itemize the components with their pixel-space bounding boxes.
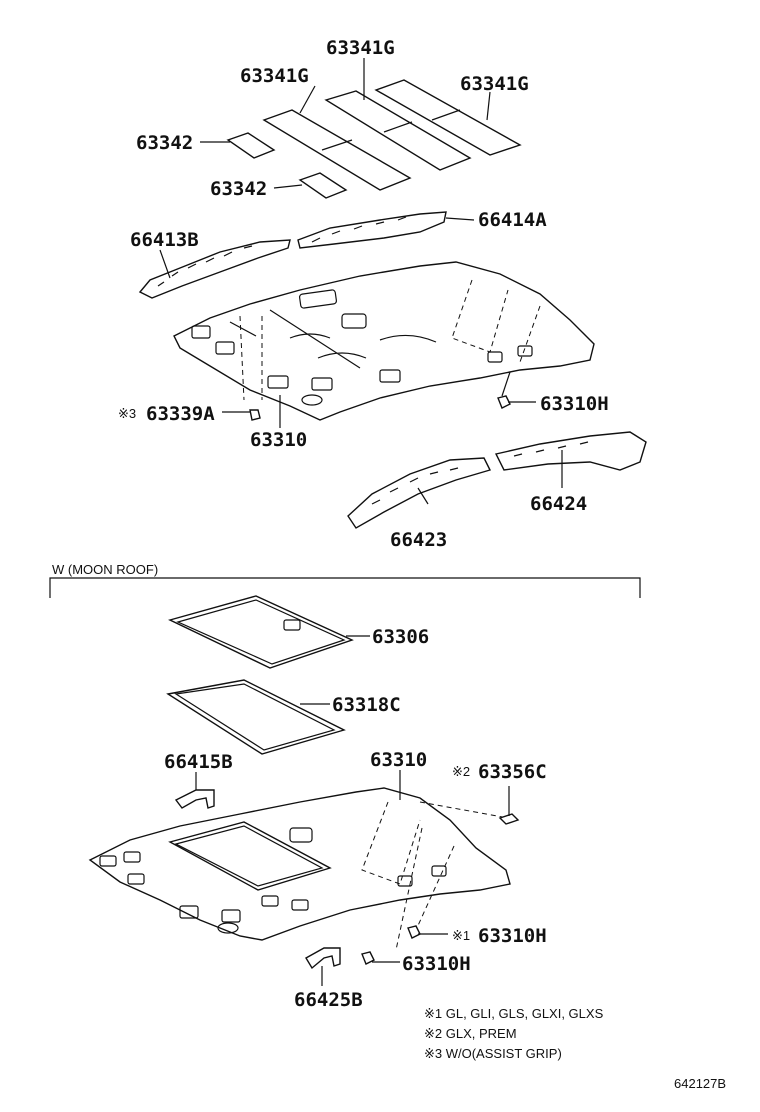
pad-63342-upper[interactable]	[226, 132, 276, 159]
note-mark-63356C: ※2	[452, 764, 470, 779]
label-63356C[interactable]: 63356C	[478, 761, 547, 783]
label-66413B[interactable]: 66413B	[130, 229, 199, 251]
label-63310-bottom[interactable]: 63310	[370, 749, 427, 771]
clip-63310H-top[interactable]	[497, 371, 511, 409]
leader-66414A	[445, 217, 475, 221]
label-63342-lower[interactable]: 63342	[210, 178, 267, 200]
drawing-number: 642127B	[674, 1076, 726, 1091]
headliner-63310-lower[interactable]	[88, 787, 511, 941]
label-66423[interactable]: 66423	[390, 529, 447, 551]
label-66424[interactable]: 66424	[530, 493, 587, 515]
headliner-63310-upper[interactable]	[173, 261, 595, 421]
clip-63310H-lower-1[interactable]	[407, 925, 421, 939]
leader-66413B	[159, 249, 171, 279]
rail-66423[interactable]	[347, 457, 492, 529]
leader-63341G-right	[486, 91, 491, 121]
label-63339A[interactable]: 63339A	[146, 403, 215, 425]
label-63341G-right[interactable]: 63341G	[460, 73, 529, 95]
pad-63342-lower[interactable]	[298, 172, 348, 199]
bracket-66425B[interactable]	[305, 947, 341, 970]
label-63310H-top[interactable]: 63310H	[540, 393, 609, 415]
label-63318C[interactable]: 63318C	[332, 694, 401, 716]
note-mark-63310H-lower-1: ※1	[452, 928, 470, 943]
label-63310H-lower-2[interactable]: 63310H	[402, 953, 471, 975]
dash-63339A-reference	[239, 315, 263, 401]
section-title-moon-roof: W (MOON ROOF)	[52, 562, 158, 577]
clip-63356C[interactable]	[498, 786, 520, 825]
note-1: ※1 GL, GLI, GLS, GLXI, GLXS	[424, 1006, 604, 1021]
bracket-66415B[interactable]	[174, 789, 215, 809]
bracket-66414A[interactable]	[297, 211, 447, 249]
dash-lower-reference	[361, 801, 509, 951]
label-63310-top[interactable]: 63310	[250, 429, 307, 451]
pad-63341G-right[interactable]	[374, 79, 522, 156]
leader-63341G-left	[299, 85, 316, 114]
rail-66424[interactable]	[494, 431, 647, 471]
clip-63310H-lower-2[interactable]	[361, 951, 375, 965]
label-66414A[interactable]: 66414A	[478, 209, 547, 231]
bracket-66413B[interactable]	[138, 239, 291, 299]
weatherstrip-63318C[interactable]	[166, 679, 346, 755]
leader-63342-lower	[273, 184, 303, 189]
pad-63341G-left[interactable]	[262, 109, 412, 191]
note-2: ※2 GLX, PREM	[424, 1026, 517, 1041]
label-66415B[interactable]: 66415B	[164, 751, 233, 773]
label-63341G-middle[interactable]: 63341G	[326, 37, 395, 59]
moon-roof-section-bracket	[49, 577, 641, 598]
label-66425B[interactable]: 66425B	[294, 989, 363, 1011]
sunshade-63306[interactable]	[168, 595, 354, 669]
label-63341G-left[interactable]: 63341G	[240, 65, 309, 87]
leader-66423	[417, 487, 429, 505]
pad-63341G-middle[interactable]	[324, 90, 472, 171]
clip-63339A[interactable]	[249, 409, 261, 421]
label-63342-upper[interactable]: 63342	[136, 132, 193, 154]
label-63306[interactable]: 63306	[372, 626, 429, 648]
dash-upper-reference	[451, 279, 541, 363]
note-3: ※3 W/O(ASSIST GRIP)	[424, 1046, 562, 1061]
label-63310H-lower-1[interactable]: 63310H	[478, 925, 547, 947]
note-mark-63339A: ※3	[118, 406, 136, 421]
